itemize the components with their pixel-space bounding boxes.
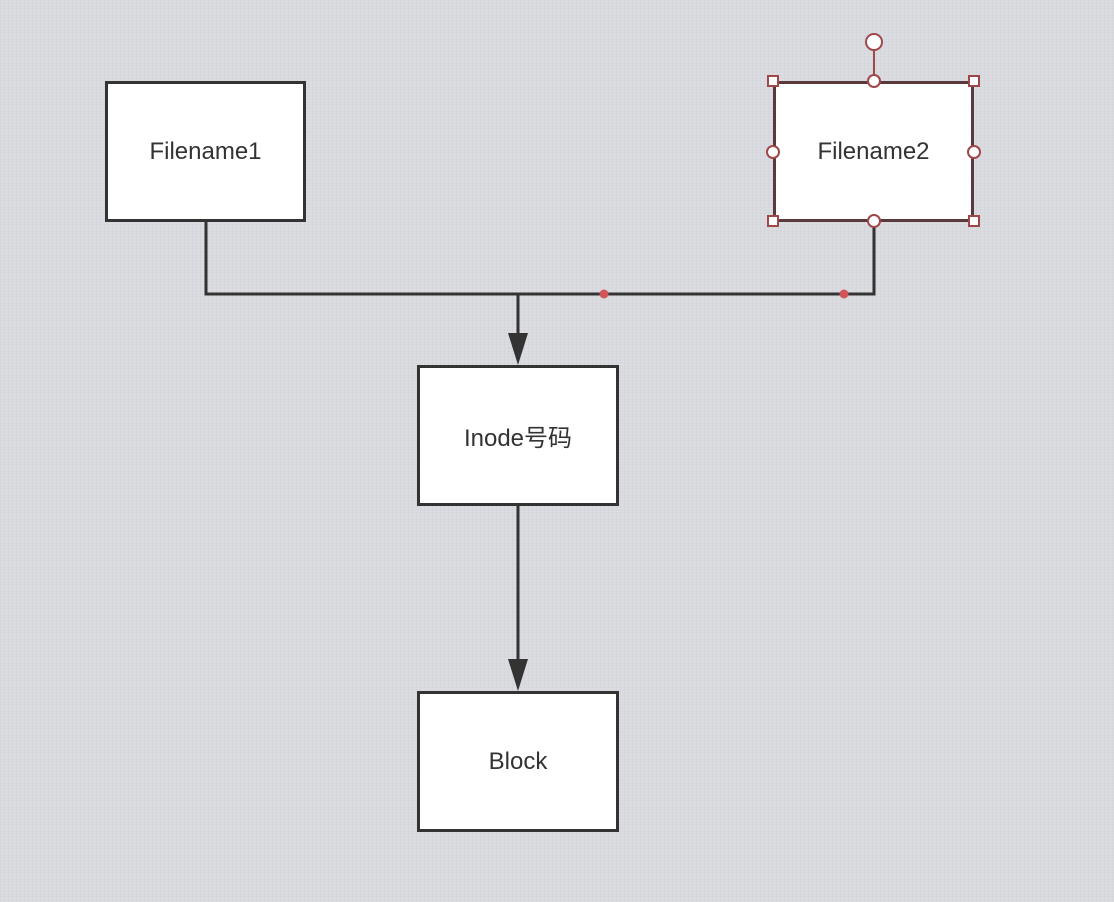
rotate-handle-icon[interactable]: [865, 33, 883, 51]
connection-point-bottom[interactable]: [867, 214, 881, 228]
node-label: Filename1: [149, 137, 262, 165]
node-filename1[interactable]: Filename1: [105, 81, 306, 222]
resize-handle-top-right[interactable]: [968, 75, 980, 87]
resize-handle-top-left[interactable]: [767, 75, 779, 87]
node-label: Inode号码: [463, 425, 573, 452]
connector-filename2-to-inode[interactable]: [518, 222, 876, 296]
arrowhead-icon: [508, 333, 528, 365]
node-label: Block: [488, 747, 548, 775]
resize-handle-bottom-left[interactable]: [767, 215, 779, 227]
node-filename2[interactable]: Filename2: [773, 81, 974, 222]
rotate-stem: [873, 50, 875, 81]
arrowhead-icon: [508, 659, 528, 691]
node-block[interactable]: Block: [417, 691, 619, 832]
node-inode[interactable]: Inode号码: [417, 365, 619, 506]
connector-filename1-to-inode[interactable]: [204, 222, 518, 296]
waypoint-dot[interactable]: [839, 289, 849, 299]
connection-point-right[interactable]: [967, 145, 981, 159]
waypoint-dot[interactable]: [599, 289, 609, 299]
connection-point-top[interactable]: [867, 74, 881, 88]
connector-merge-to-inode[interactable]: [508, 294, 528, 365]
connector-inode-to-block[interactable]: [508, 506, 528, 691]
node-label: Filename2: [817, 137, 930, 165]
resize-handle-bottom-right[interactable]: [968, 215, 980, 227]
connection-point-left[interactable]: [766, 145, 780, 159]
